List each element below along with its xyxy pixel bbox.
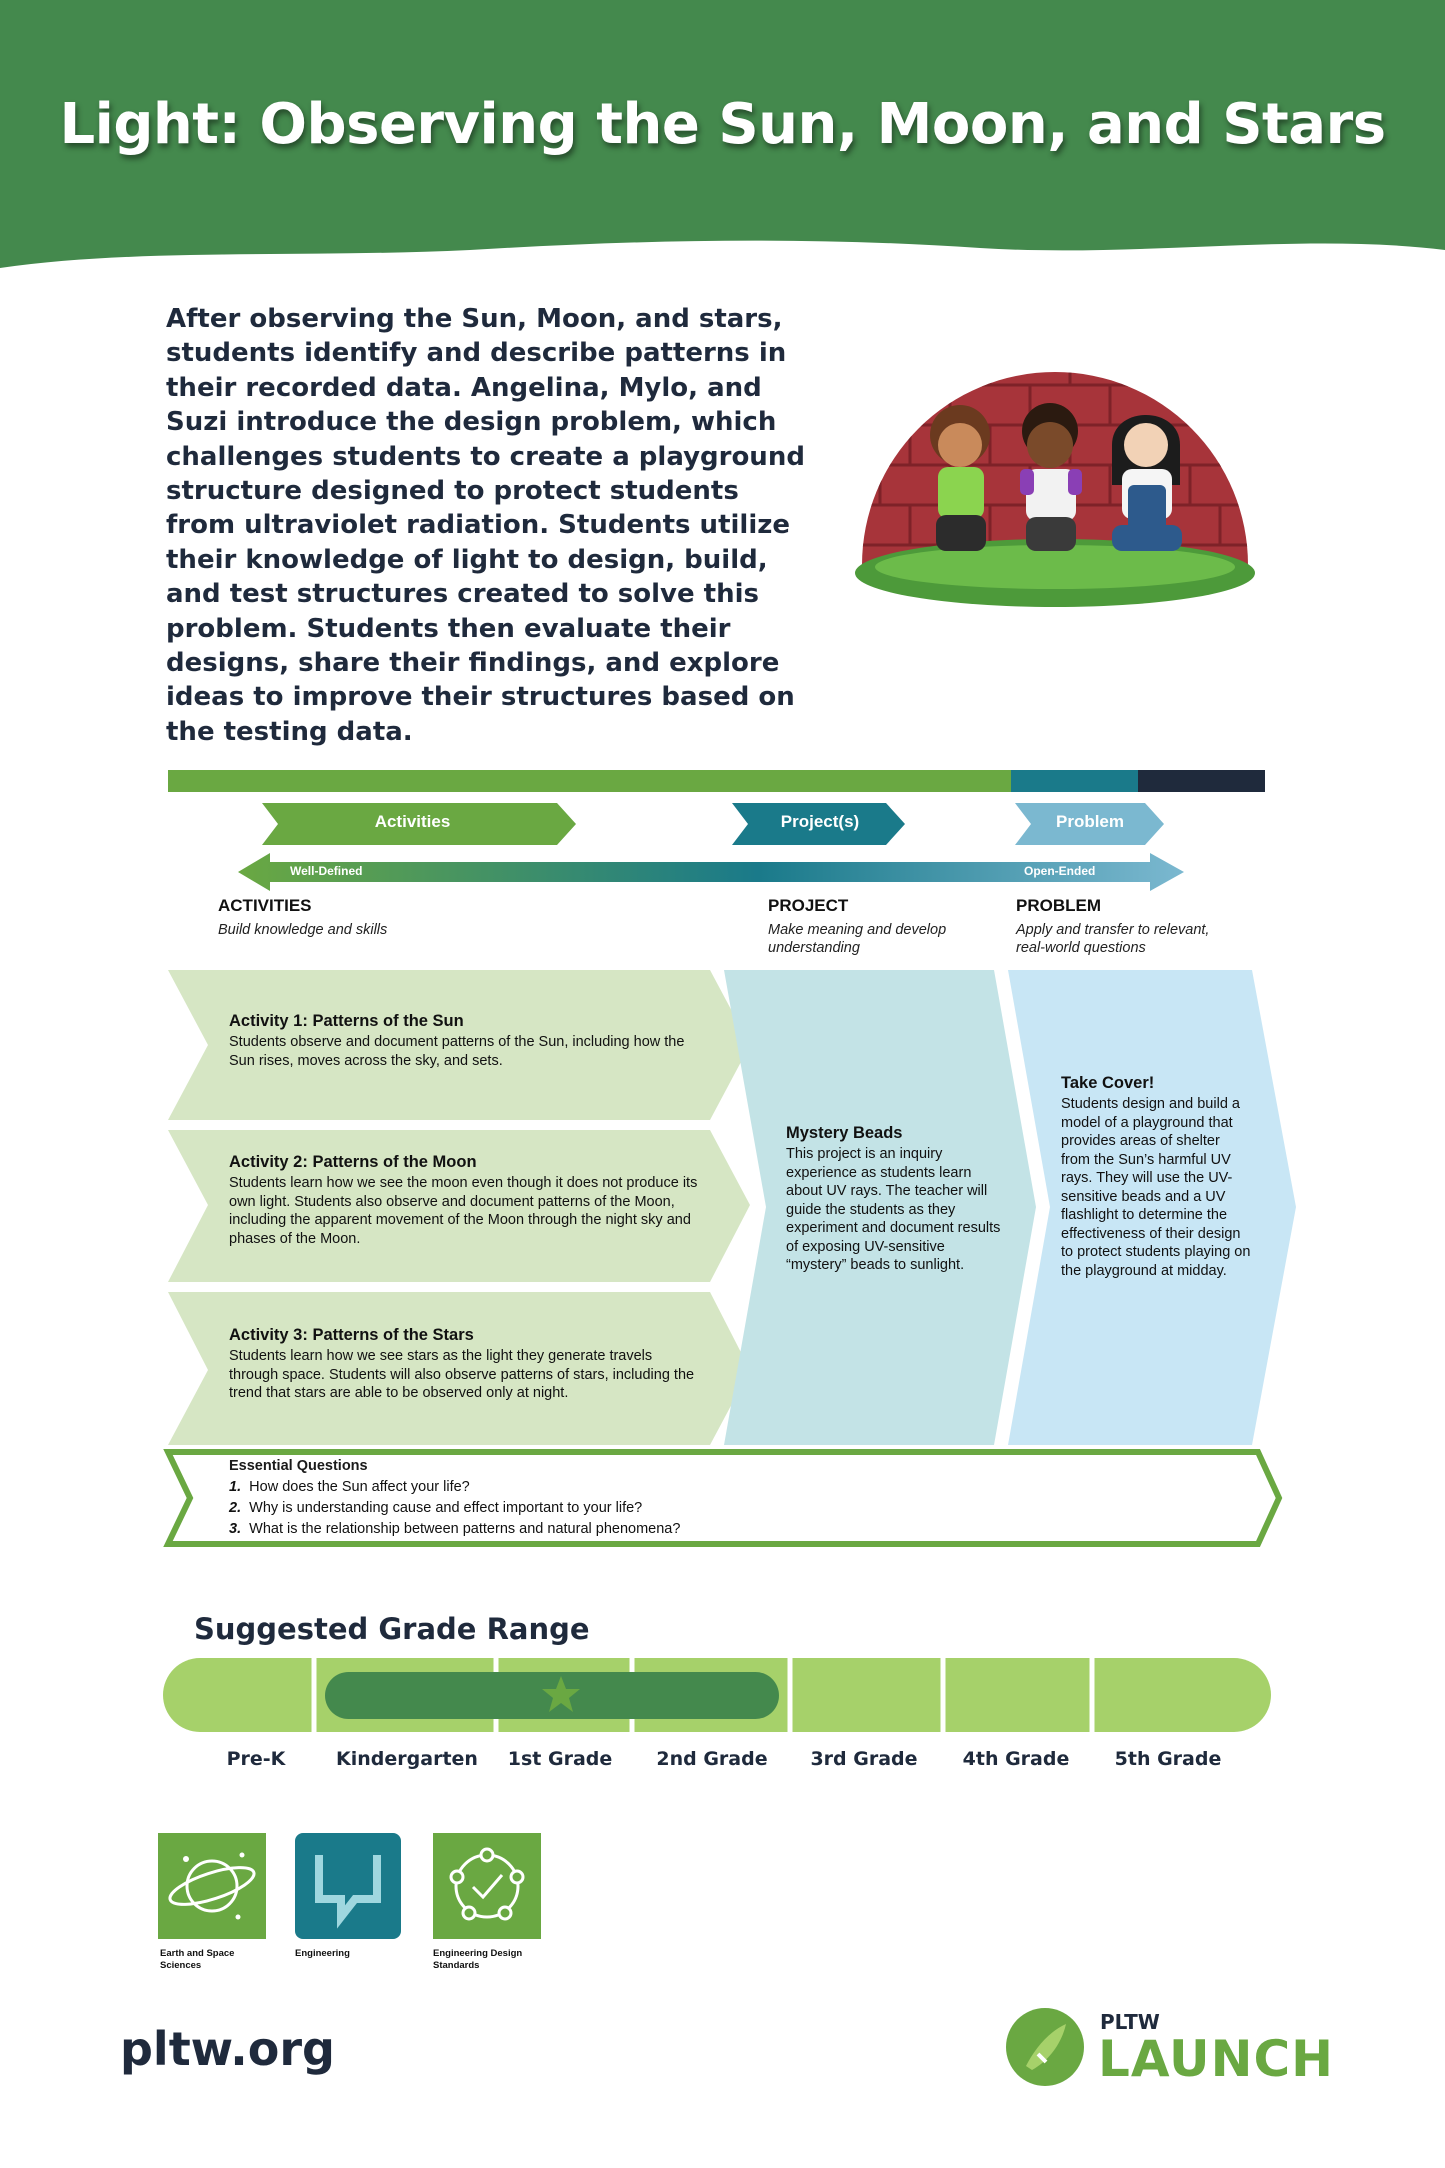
grade-label-kindergarten: Kindergarten <box>336 1748 478 1770</box>
col-activities-sub: Build knowledge and skills <box>218 922 388 938</box>
activity-1-text: Students observe and document patterns o… <box>229 1034 685 1069</box>
question-2: 2. Why is understanding cause and effect… <box>229 1498 1129 1519</box>
activity-1: Activity 1: Patterns of the Sun Students… <box>229 1012 699 1070</box>
activity-3-text: Students learn how we see stars as the l… <box>229 1348 695 1401</box>
content-chevrons <box>163 970 1296 1547</box>
col-project-heading: PROJECT <box>768 896 849 915</box>
brand-top: PLTW <box>1100 2010 1160 2034</box>
star-icon <box>542 1676 580 1712</box>
header-banner <box>0 0 1445 268</box>
grade-range-bar <box>163 1658 1271 1732</box>
tag-problem-label: Problem <box>1055 812 1125 831</box>
activity-2-text: Students learn how we see the moon even … <box>229 1175 698 1247</box>
col-problem-heading: PROBLEM <box>1016 896 1101 915</box>
question-3-text: What is the relationship between pattern… <box>249 1521 681 1537</box>
category-label-engineering: Engineering <box>295 1948 350 1959</box>
grade-label-5th: 5th Grade <box>1114 1748 1222 1770</box>
grade-label-3rd: 3rd Grade <box>810 1748 918 1770</box>
activity-3: Activity 3: Patterns of the Stars Studen… <box>229 1326 699 1403</box>
design-cycle-icon <box>433 1833 541 1939</box>
activity-3-title: Activity 3: Patterns of the Stars <box>229 1326 474 1344</box>
activity-2-shape <box>168 1130 750 1282</box>
tag-projects-shape <box>732 803 905 845</box>
grade-label-4th: 4th Grade <box>962 1748 1070 1770</box>
tag-problem-shape <box>1015 803 1164 845</box>
page-title: Light: Observing the Sun, Moon, and Star… <box>59 92 1386 157</box>
problem-title: Take Cover! <box>1061 1074 1155 1092</box>
activity-2-title: Activity 2: Patterns of the Moon <box>229 1153 477 1171</box>
col-problem-sub: Apply and transfer to relevant, real-wor… <box>1016 922 1210 956</box>
activity-2: Activity 2: Patterns of the Moon Student… <box>229 1153 699 1248</box>
activity-1-shape <box>168 970 750 1120</box>
spectrum-bar-problem <box>1138 770 1265 792</box>
project-title: Mystery Beads <box>786 1124 903 1142</box>
question-3: 3. What is the relationship between patt… <box>229 1519 1129 1540</box>
problem-block: Take Cover! Students design and build a … <box>1061 1074 1251 1280</box>
problem-shape <box>1008 970 1296 1445</box>
category-label-design-standards: Engineering Design Standards <box>433 1948 523 1971</box>
planet-icon <box>158 1833 266 1939</box>
activity-3-shape <box>168 1292 750 1445</box>
project-text: This project is an inquiry experience as… <box>786 1146 1001 1273</box>
characters-illustration <box>855 372 1255 607</box>
tag-activities-shape <box>262 803 576 845</box>
activity-1-title: Activity 1: Patterns of the Sun <box>229 1012 464 1030</box>
spectrum-bar-project <box>1011 770 1138 792</box>
question-2-text: Why is understanding cause and effect im… <box>249 1500 643 1516</box>
site-url[interactable]: pltw.org <box>120 2022 335 2076</box>
project-shape <box>724 970 1036 1445</box>
category-label-earth-space: Earth and Space Sciences <box>160 1948 235 1971</box>
grade-label-2nd: 2nd Grade <box>656 1748 768 1770</box>
grade-label-pre-k: Pre-K <box>226 1748 286 1770</box>
essential-questions-title: Essential Questions <box>229 1458 368 1474</box>
spectrum-bar-activities <box>168 770 1011 792</box>
spectrum-arrow-shape <box>238 853 1184 891</box>
col-project-sub: Make meaning and develop understanding <box>768 922 947 956</box>
engineering-icon <box>295 1833 401 1939</box>
project-block: Mystery Beads This project is an inquiry… <box>786 1124 1001 1275</box>
question-2-num: 2. <box>229 1500 242 1516</box>
essential-questions-shape <box>163 1449 1283 1547</box>
intro-paragraph: After observing the Sun, Moon, and stars… <box>166 304 805 747</box>
arrow-left-label: Well-Defined <box>290 864 363 878</box>
tag-projects-label: Project(s) <box>780 812 860 831</box>
col-activities-heading: ACTIVITIES <box>218 896 312 915</box>
pltw-launch-logo-icon <box>1006 2008 1084 2086</box>
question-1-text: How does the Sun affect your life? <box>249 1479 470 1495</box>
question-1-num: 1. <box>229 1479 242 1495</box>
brand-bottom: LAUNCH <box>1098 2030 1335 2088</box>
tag-activities-label: Activities <box>374 812 451 831</box>
essential-questions: Essential Questions 1. How does the Sun … <box>229 1458 1129 1540</box>
grade-label-1st: 1st Grade <box>507 1748 613 1770</box>
problem-text: Students design and build a model of a p… <box>1061 1096 1251 1279</box>
spectrum-tags <box>238 803 1184 891</box>
grade-range-title: Suggested Grade Range <box>194 1612 590 1646</box>
question-3-num: 3. <box>229 1521 242 1537</box>
question-1: 1. How does the Sun affect your life? <box>229 1477 1129 1498</box>
arrow-right-label: Open-Ended <box>1024 864 1096 878</box>
